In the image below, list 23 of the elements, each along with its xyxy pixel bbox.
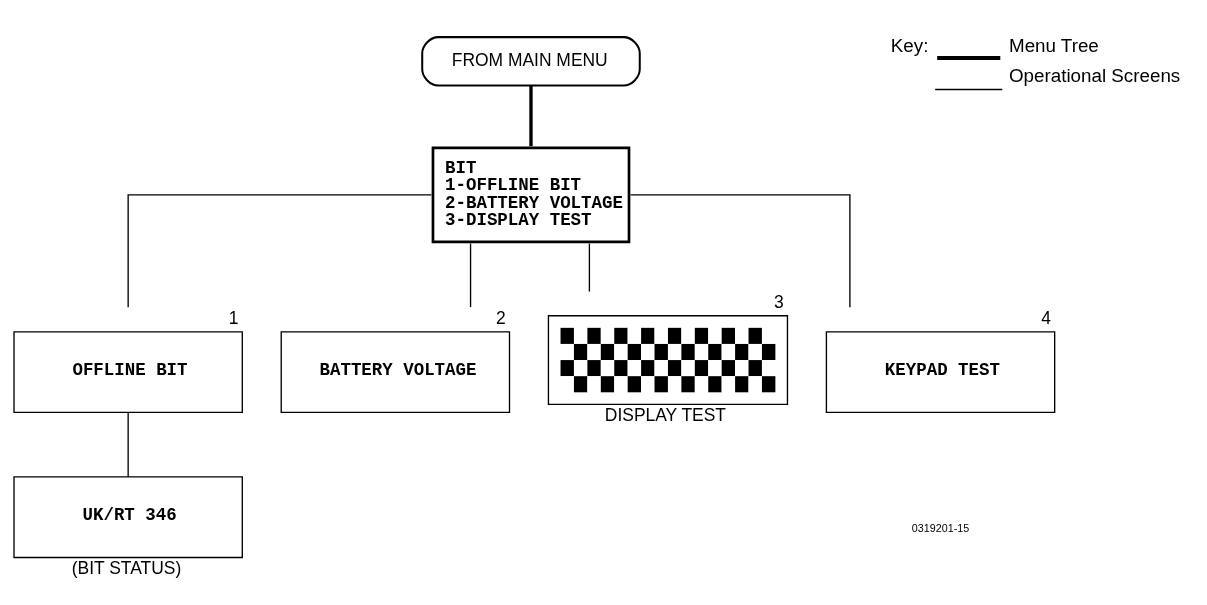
node-label: 1 [228,307,239,328]
connector [588,242,591,292]
connector [469,242,472,308]
node-box: BIT 1-OFFLINE BIT 2-BATTERY VOLTAGE 3-DISPLAY TEST [431,146,631,243]
node-label: 2 [496,307,506,328]
label: 0319201-15 [911,521,970,534]
node-label: DISPLAY TEST [604,404,726,425]
legend-label: Operational Screens [1009,64,1181,86]
node-label: 4 [1041,307,1051,328]
node-box: UK/RT 346 [13,475,243,558]
label: Key: [890,34,929,56]
connector [629,193,851,308]
node-box: OFFLINE BIT [13,330,243,413]
node-box: BATTERY VOLTAGE [280,330,511,413]
node-label: 3 [774,291,784,312]
connector [127,193,433,308]
node-picture [547,314,789,405]
node-box: KEYPAD TEST [825,330,1056,413]
legend-label: Menu Tree [1009,34,1099,56]
node-box: FROM MAIN MENU [421,35,641,86]
connector [529,85,533,146]
node-label: (BIT STATUS) [71,557,182,578]
connector [127,411,129,477]
